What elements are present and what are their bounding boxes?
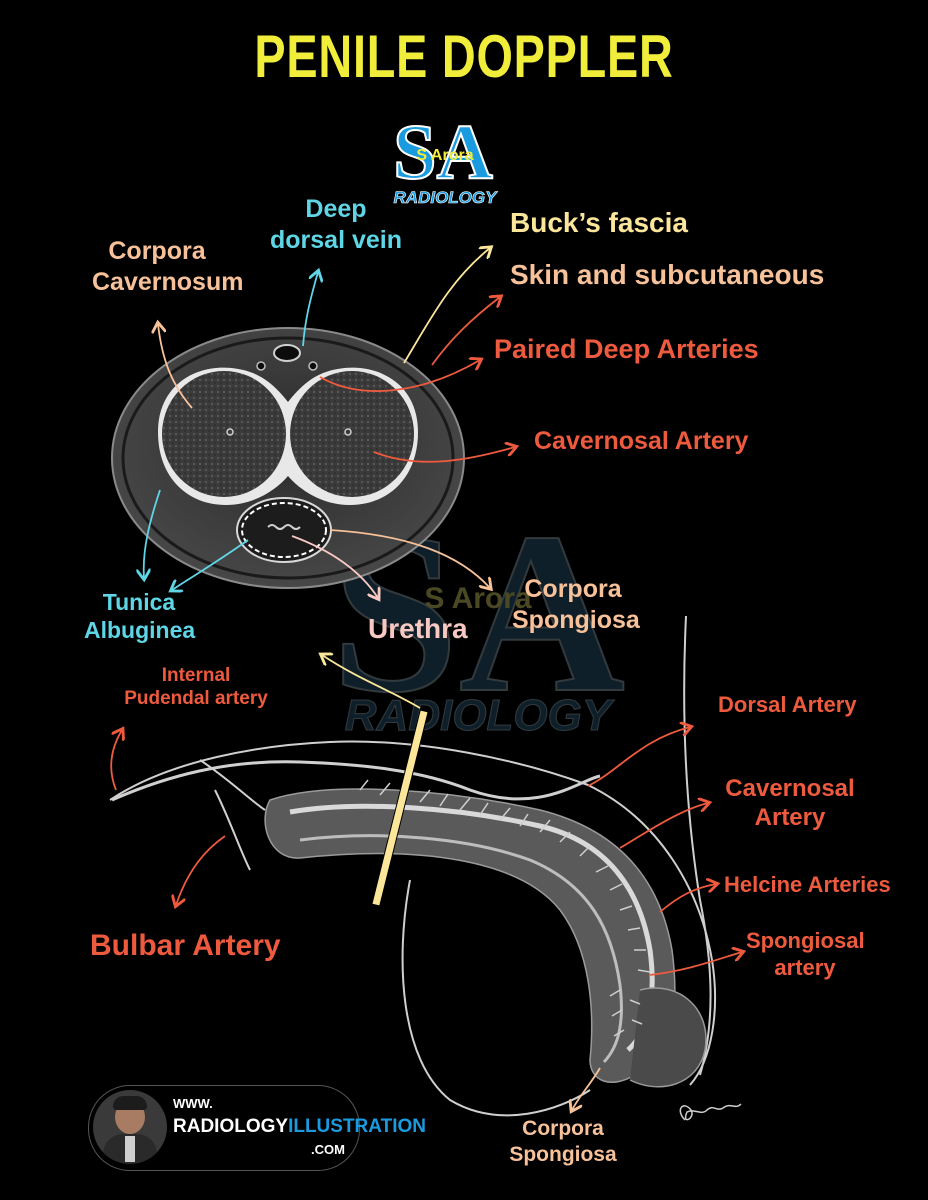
leader-helcine	[659, 884, 716, 913]
corpus-cavernosum-right	[290, 371, 414, 497]
label-internal-pudendal-artery: Internal Pudendal artery	[124, 665, 268, 710]
label-bulbar-artery: Bulbar Artery	[90, 929, 281, 962]
label-corpora-spongiosa-top: Corpora Spongiosa	[512, 575, 640, 634]
corpus-cavernosum-left	[162, 371, 286, 497]
leader-corpora-spongiosa-bottom	[572, 1067, 601, 1110]
label-corpora-spongiosa-bottom: Corpora Spongiosa	[509, 1117, 617, 1166]
website-badge[interactable]: WWW. RADIOLOGYILLUSTRATION .COM	[88, 1085, 426, 1171]
label-bucks-fascia: Buck’s fascia	[510, 207, 688, 238]
logo-name: S Arora	[416, 147, 473, 164]
label-cavernosal-artery-side: Cavernosal Artery	[725, 775, 855, 832]
label-spongiosal-artery: Spongiosal artery	[746, 928, 865, 980]
label-corpora-cavernosum: Corpora Cavernosum	[92, 237, 244, 296]
page-title: PENILE DOPPLER	[254, 23, 674, 90]
cross-section	[111, 327, 465, 589]
label-cavernosal-artery-top: Cavernosal Artery	[534, 427, 749, 455]
label-helcine-arteries: Helcine Arteries	[724, 872, 891, 897]
logo-mark: SA	[393, 108, 493, 195]
watermark: SA S Arora RADIOLOGY	[330, 484, 626, 741]
leader-corpora-cavernosum	[158, 324, 193, 409]
leader-spongiosal	[649, 952, 742, 976]
leader-deep-dorsal-vein	[302, 272, 318, 347]
artist-signature	[679, 1103, 742, 1121]
label-skin-subcutaneous: Skin and subcutaneous	[510, 259, 825, 290]
leader-dorsal-artery	[587, 727, 690, 787]
website-www: WWW.	[173, 1096, 213, 1111]
logo-text: RADIOLOGY	[394, 188, 499, 207]
website-name-b: ILLUSTRATION	[288, 1116, 426, 1137]
label-paired-deep-arteries: Paired Deep Arteries	[494, 334, 759, 364]
leader-paired-deep-arteries	[319, 360, 480, 392]
leader-tunica-2	[172, 539, 249, 590]
label-deep-dorsal-vein: Deep dorsal vein	[270, 195, 402, 254]
leader-cavernosal-artery-side	[619, 803, 708, 849]
watermark-name: S Arora	[424, 582, 532, 615]
leader-bucks-fascia	[403, 248, 490, 364]
doppler-probe	[371, 709, 429, 907]
sagittal-view	[109, 615, 742, 1121]
label-dorsal-artery: Dorsal Artery	[718, 692, 857, 717]
leader-internal-pudendal	[110, 730, 122, 791]
leader-tunica-1	[144, 489, 161, 578]
label-tunica-albuginea: Tunica Albuginea	[84, 589, 196, 644]
website-name: RADIOLOGYILLUSTRATION	[173, 1116, 426, 1138]
leader-skin	[431, 297, 500, 366]
leader-bulbar	[176, 835, 226, 905]
leader-urethra	[291, 535, 378, 598]
logo: SA S Arora RADIOLOGY	[392, 107, 499, 207]
leader-probe	[322, 655, 421, 709]
website-com: .COM	[311, 1142, 345, 1157]
website-name-a: RADIOLOGY	[173, 1116, 289, 1137]
leader-corpora-spongiosa-top	[329, 529, 490, 588]
watermark-mark: SA	[331, 485, 625, 740]
leader-cavernosal-artery-top	[373, 447, 515, 463]
watermark-text: RADIOLOGY	[345, 691, 615, 740]
label-urethra: Urethra	[368, 613, 468, 644]
avatar	[93, 1090, 167, 1164]
